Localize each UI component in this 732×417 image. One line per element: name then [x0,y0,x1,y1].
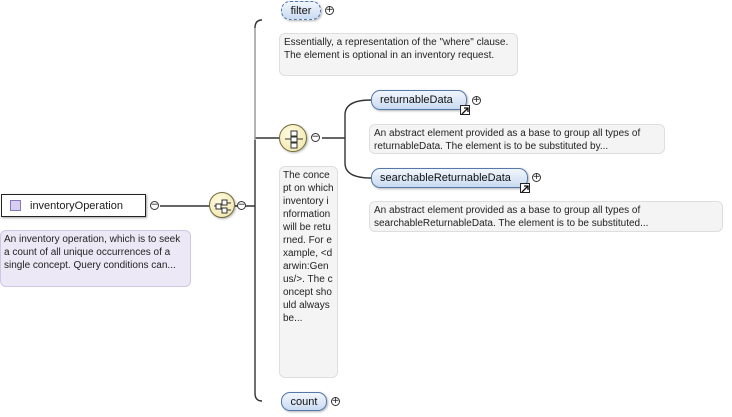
collapse-root-icon[interactable]: − [150,200,159,210]
element-icon [10,200,21,211]
collapse-choice-icon[interactable]: − [311,132,320,142]
root-element-doc: An inventory operation, which is to seek… [0,230,191,287]
expand-filter-icon[interactable]: + [325,5,334,15]
expand-returnableData-icon[interactable]: + [472,95,481,105]
expand-searchableReturnableData-icon[interactable]: + [532,172,541,182]
expand-count-icon[interactable]: + [331,396,340,406]
sequence-compositor-icon[interactable] [209,192,235,218]
filter-doc: Essentially, a representation of the "wh… [279,33,518,76]
element-filter[interactable]: filter [281,1,321,20]
element-count[interactable]: count [281,392,327,411]
returnableData-doc: An abstract element provided as a base t… [369,124,665,154]
reference-arrow-icon [520,183,530,193]
element-returnableData[interactable]: returnableData [371,90,467,110]
collapse-sequence-icon[interactable]: − [237,200,246,210]
choice-compositor-icon[interactable] [279,124,307,152]
concept-doc: The concept on which inventory informati… [279,166,338,378]
searchableReturnableData-doc: An abstract element provided as a base t… [369,201,723,232]
reference-arrow-icon [460,105,470,115]
root-element-label: inventoryOperation [30,199,123,212]
element-searchableReturnableData[interactable]: searchableReturnableData [371,168,528,188]
root-element-inventoryOperation[interactable]: inventoryOperation [1,194,146,217]
